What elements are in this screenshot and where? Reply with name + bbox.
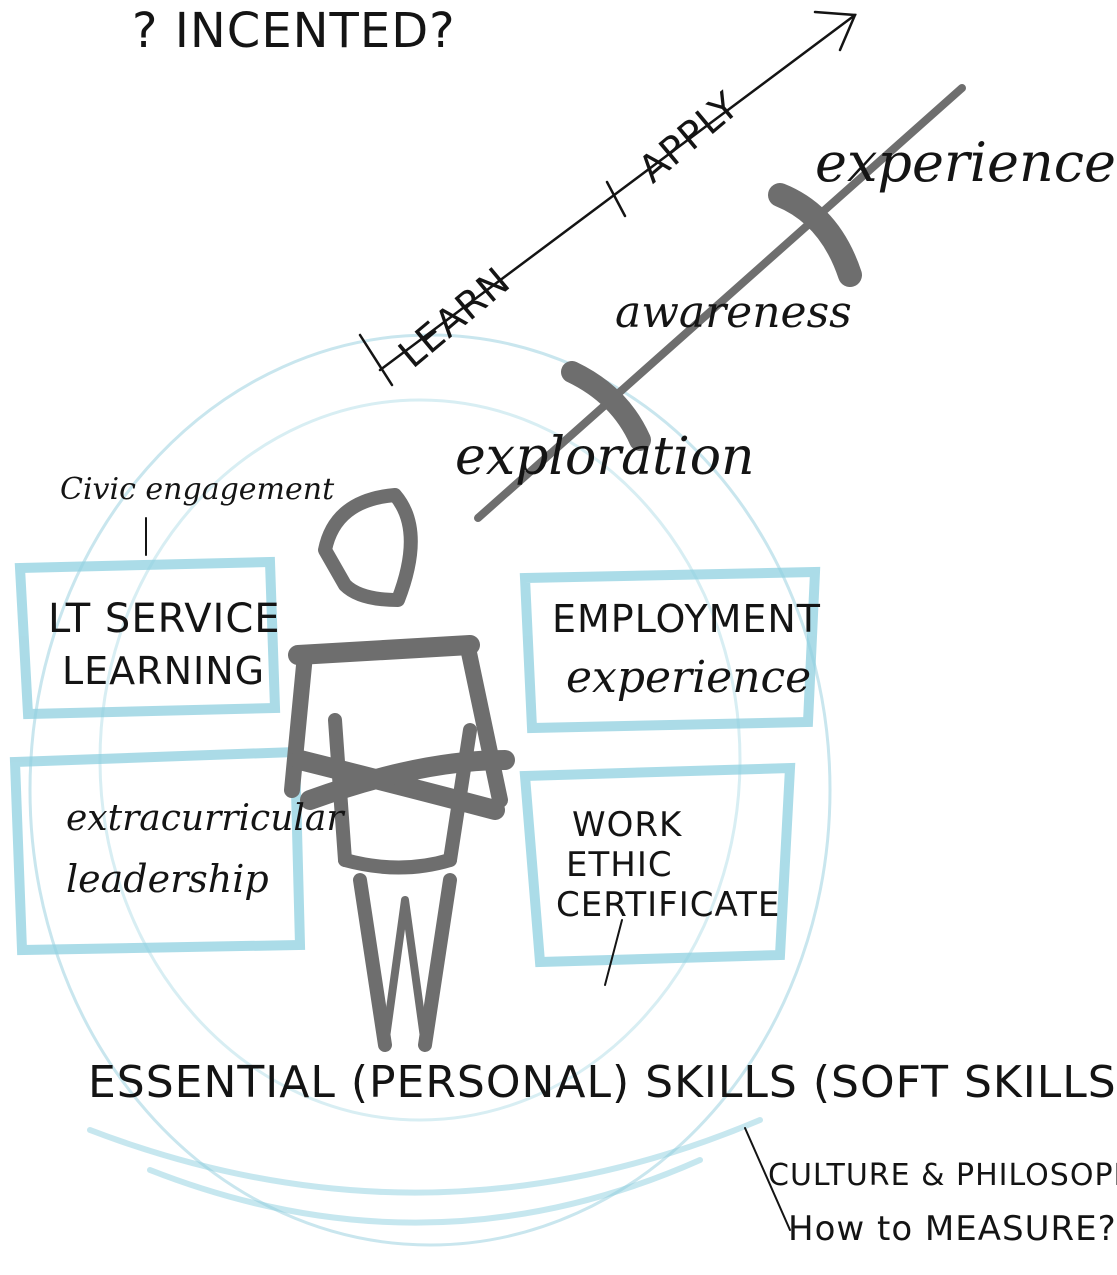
extracurricular-line2: leadership	[66, 857, 269, 901]
work-ethic-line2: ETHIC	[566, 845, 673, 885]
service-learning-line2: LEARNING	[62, 649, 266, 693]
work-box	[519, 762, 796, 968]
stage-exploration: exploration	[455, 427, 755, 487]
stage-experience: experience	[815, 131, 1116, 194]
marker-exploration	[561, 361, 651, 451]
stage-awareness: awareness	[615, 287, 852, 338]
top-question: ? INCENTED?	[132, 3, 456, 59]
service-box	[14, 556, 281, 720]
civic-engagement-label: Civic engagement	[60, 472, 335, 507]
essential-skills-title: ESSENTIAL (PERSONAL) SKILLS (SOFT SKILLS…	[88, 1057, 1117, 1108]
employment-line2: experience	[566, 652, 812, 703]
outer-circle	[28, 333, 832, 1247]
marker-experience	[768, 183, 862, 287]
employment-line1: EMPLOYMENT	[552, 597, 822, 641]
service-learning-line1: LT SERVICE	[48, 596, 281, 642]
learn-apply-arrow	[378, 13, 857, 372]
figure-icon	[284, 488, 515, 1052]
employ-box	[519, 566, 821, 734]
work-ethic-line1: WORK	[572, 805, 683, 845]
how-to-measure-line: How to MEASURE?	[788, 1209, 1117, 1249]
extra-box	[9, 746, 306, 956]
progression-bar	[474, 84, 966, 522]
arrow-head-icon	[813, 10, 857, 52]
culture-philosophy-line: CULTURE & PHILOSOPHY..	[768, 1158, 1117, 1193]
work-ethic-line3: CERTIFICATE	[556, 885, 781, 925]
extracurricular-line1: extracurricular	[66, 798, 344, 839]
